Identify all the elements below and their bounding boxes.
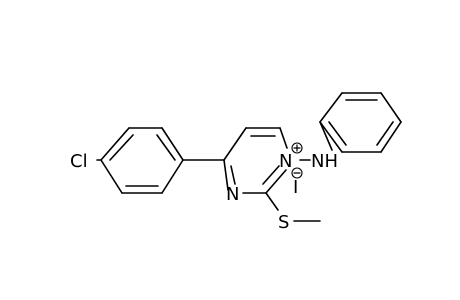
positive-charge-icon — [291, 142, 303, 154]
bond — [161, 127, 184, 161]
bond — [319, 92, 343, 123]
bond-double-inner — [262, 165, 280, 185]
bond — [380, 121, 402, 153]
bond-double-inner — [328, 121, 347, 146]
pyrimidine-ring — [223, 127, 288, 194]
bond — [279, 127, 288, 149]
chlorophenyl-ring — [100, 127, 184, 194]
bond-double-inner — [156, 134, 176, 161]
phenyl-ring — [319, 92, 402, 153]
bond-double-inner — [230, 165, 236, 185]
amine-label: NH — [311, 151, 338, 172]
bond-nh-phenyl — [319, 121, 333, 151]
pyrimidine-n1-label: N — [279, 151, 292, 172]
sulfur-label: S — [278, 212, 289, 233]
bond — [100, 127, 130, 161]
bond-double-inner — [109, 134, 134, 161]
bond — [161, 159, 184, 194]
negative-charge-icon — [291, 167, 303, 179]
bond — [223, 127, 247, 161]
bond — [380, 92, 402, 123]
bond — [223, 159, 229, 191]
chlorine-label: Cl — [70, 151, 88, 172]
bond-c2-s — [265, 192, 279, 211]
bond-double-inner — [376, 121, 394, 146]
bond — [265, 169, 287, 194]
bond — [100, 159, 123, 194]
iodine-label: I — [293, 177, 298, 198]
bond — [319, 121, 343, 153]
pyrimidine-n3-label: N — [226, 184, 239, 205]
